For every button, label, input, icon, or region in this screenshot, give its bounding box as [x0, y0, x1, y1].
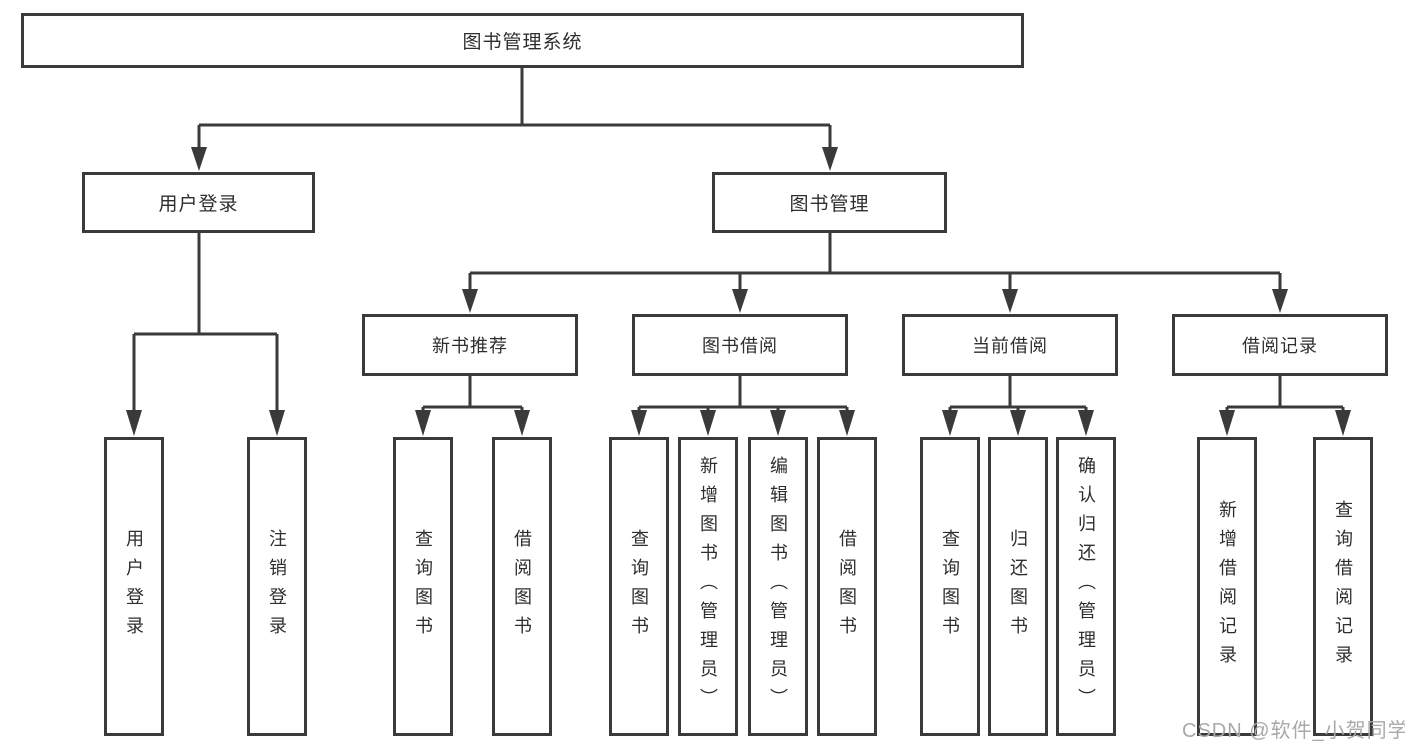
node-book-borrow: 图书借阅: [632, 314, 848, 376]
leaf-borrow-book-recommend: 借阅图书: [492, 437, 552, 736]
leaf-query-book-current: 查询图书: [920, 437, 980, 736]
node-book-management: 图书管理: [712, 172, 947, 233]
leaf-add-book-admin: 新增图书（管理员）: [678, 437, 738, 736]
leaf-confirm-return-admin-label: 确认归还（管理员）: [1076, 456, 1096, 717]
leaf-query-book-borrow-label: 查询图书: [629, 528, 649, 645]
leaf-confirm-return-admin: 确认归还（管理员）: [1056, 437, 1116, 736]
node-current-borrow: 当前借阅: [902, 314, 1118, 376]
leaf-query-borrow-record: 查询借阅记录: [1313, 437, 1373, 736]
leaf-query-borrow-record-label: 查询借阅记录: [1333, 499, 1353, 674]
leaf-add-borrow-record-label: 新增借阅记录: [1217, 499, 1237, 674]
leaf-user-login: 用户登录: [104, 437, 164, 736]
edge-current-borrow-split: [942, 376, 1094, 436]
leaf-query-book-recommend: 查询图书: [393, 437, 453, 736]
leaf-query-book-current-label: 查询图书: [940, 528, 960, 645]
node-root-system: 图书管理系统: [21, 13, 1024, 68]
node-borrow-record: 借阅记录: [1172, 314, 1388, 376]
leaf-query-book-borrow: 查询图书: [609, 437, 669, 736]
leaf-logout: 注销登录: [247, 437, 307, 736]
edge-borrow-record-split: [1219, 376, 1351, 436]
leaf-return-book: 归还图书: [988, 437, 1048, 736]
leaf-logout-label: 注销登录: [267, 528, 287, 645]
edge-root-split: [191, 68, 838, 171]
node-user-login: 用户登录: [82, 172, 315, 233]
edge-book-borrow-split: [631, 376, 855, 436]
node-new-book-recommend: 新书推荐: [362, 314, 578, 376]
edge-book-management-split: [462, 233, 1288, 313]
leaf-borrow-book-label: 借阅图书: [837, 528, 857, 645]
edge-new-book-split: [415, 376, 530, 436]
csdn-watermark: CSDN @软件_小贺同学: [1182, 720, 1405, 742]
leaf-add-book-admin-label: 新增图书（管理员）: [698, 456, 718, 717]
edge-user-login-split: [126, 233, 285, 436]
leaf-borrow-book: 借阅图书: [817, 437, 877, 736]
leaf-edit-book-admin-label: 编辑图书（管理员）: [768, 456, 788, 717]
leaf-user-login-label: 用户登录: [124, 528, 144, 645]
leaf-add-borrow-record: 新增借阅记录: [1197, 437, 1257, 736]
leaf-query-book-recommend-label: 查询图书: [413, 528, 433, 645]
leaf-edit-book-admin: 编辑图书（管理员）: [748, 437, 808, 736]
leaf-return-book-label: 归还图书: [1008, 528, 1028, 645]
leaf-borrow-book-recommend-label: 借阅图书: [512, 528, 532, 645]
